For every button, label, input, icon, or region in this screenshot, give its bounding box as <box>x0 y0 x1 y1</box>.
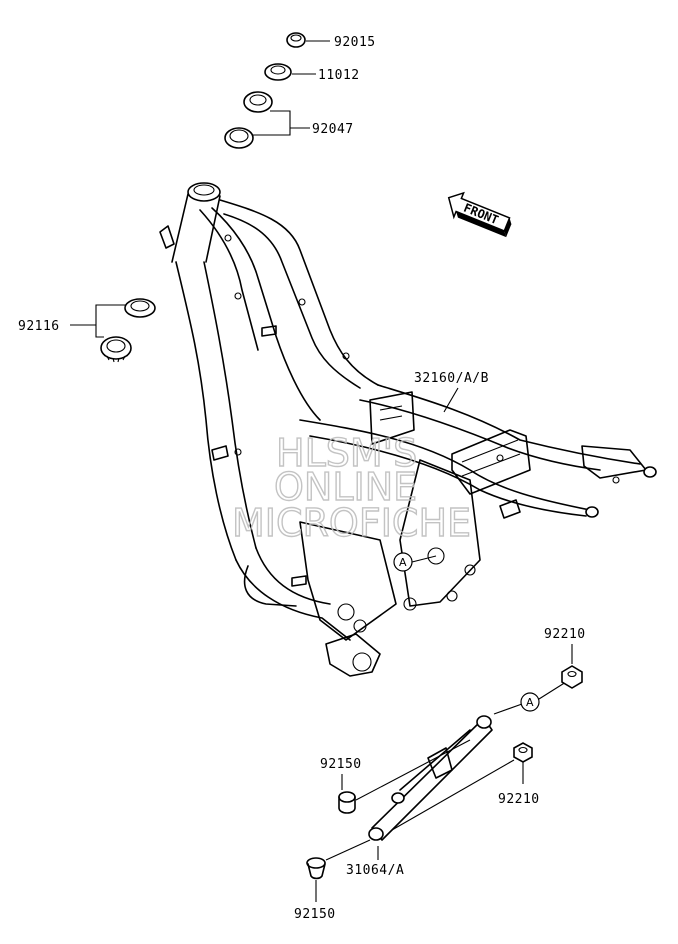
leader-92116 <box>95 304 126 338</box>
part-92015-nut[interactable] <box>286 32 306 48</box>
part-92047-bearing-upper[interactable] <box>243 91 273 113</box>
label-92116[interactable]: 92116 <box>18 319 60 334</box>
leader-92150-top-to-bracket <box>355 739 471 801</box>
part-92210-nut-top[interactable] <box>561 665 583 689</box>
watermark-line3: MICROFICHE <box>232 501 471 545</box>
part-92150-collar-top[interactable] <box>338 791 356 814</box>
part-92116-bearing[interactable] <box>100 336 132 363</box>
part-92047-bearing-race[interactable] <box>224 127 254 149</box>
part-92150-collar-bottom[interactable] <box>306 857 326 880</box>
ref-a-frame-letter: A <box>399 556 407 569</box>
leader-31064-to-a <box>493 703 523 715</box>
front-direction-arrow: FRONT <box>447 191 512 238</box>
part-11012-washer[interactable] <box>264 63 292 81</box>
watermark: HLSM'S ONLINE MICROFICHE <box>231 430 471 545</box>
watermark-line1: HLSM'S <box>276 431 417 475</box>
label-92150-bot[interactable]: 92150 <box>294 907 336 922</box>
part-32160-frame[interactable] <box>159 182 657 677</box>
label-92210-top[interactable]: 92210 <box>544 627 586 642</box>
label-92047[interactable]: 92047 <box>312 122 354 137</box>
label-31064[interactable]: 31064/A <box>346 863 404 878</box>
leader-32160 <box>443 387 459 413</box>
leader-92047 <box>252 110 291 136</box>
part-92116-bearing-race[interactable] <box>124 298 156 318</box>
label-92150-top[interactable]: 92150 <box>320 757 362 772</box>
leader-92150-bot-to-bracket <box>325 839 371 861</box>
label-92210-mid[interactable]: 92210 <box>498 792 540 807</box>
watermark-line2: ONLINE <box>274 465 417 509</box>
label-92015[interactable]: 92015 <box>334 35 376 50</box>
leader-a-to-92210 <box>538 681 567 700</box>
label-32160[interactable]: 32160/A/B <box>414 371 489 386</box>
ref-a-frame: A <box>393 552 437 572</box>
ref-a-bracket-letter: A <box>526 696 534 709</box>
label-11012[interactable]: 11012 <box>318 68 360 83</box>
part-31064-bracket[interactable] <box>368 715 493 841</box>
leader-92210-mid-to-bracket <box>391 759 515 831</box>
part-92210-nut-mid[interactable] <box>513 742 533 763</box>
ref-a-bracket: A <box>520 692 540 712</box>
